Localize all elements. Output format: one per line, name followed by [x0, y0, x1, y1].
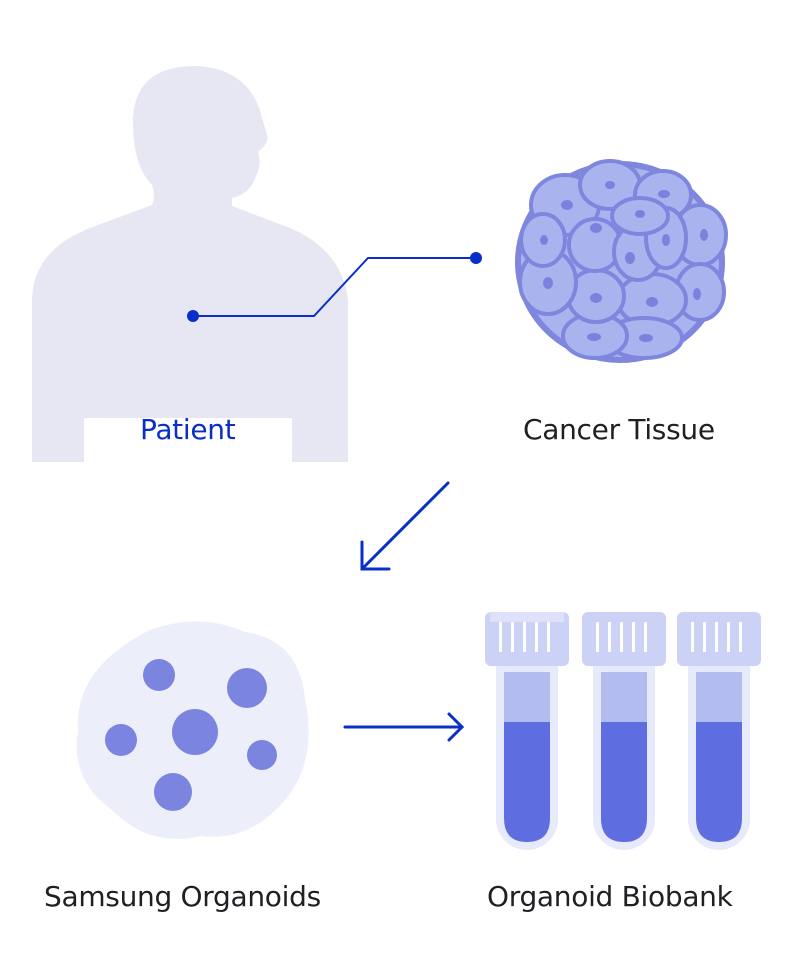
test-tube-2-icon	[582, 612, 666, 850]
organoid-dot	[172, 709, 218, 755]
tissue-connector-dot	[470, 252, 482, 264]
patient-connector-dot	[187, 310, 199, 322]
organoid-dot	[105, 724, 137, 756]
patient-label: Patient	[140, 413, 236, 446]
cancer-tissue-cluster-icon	[515, 159, 728, 363]
test-tube-3-icon	[677, 612, 761, 850]
organoid-dot	[247, 740, 277, 770]
samsung-organoids-label: Samsung Organoids	[44, 880, 321, 913]
organoid-dot	[154, 773, 192, 811]
organoid-dots	[105, 659, 277, 811]
diagonal-arrow-icon	[360, 481, 450, 571]
organoid-biobank-label: Organoid Biobank	[487, 880, 733, 913]
cancer-tissue-label: Cancer Tissue	[523, 413, 715, 446]
test-tube-1-icon	[485, 612, 569, 850]
patient-silhouette	[32, 66, 348, 462]
patient-connector-line	[193, 257, 476, 317]
right-arrow-icon	[343, 712, 465, 742]
organoid-dot	[227, 668, 267, 708]
organoid-dot	[143, 659, 175, 691]
